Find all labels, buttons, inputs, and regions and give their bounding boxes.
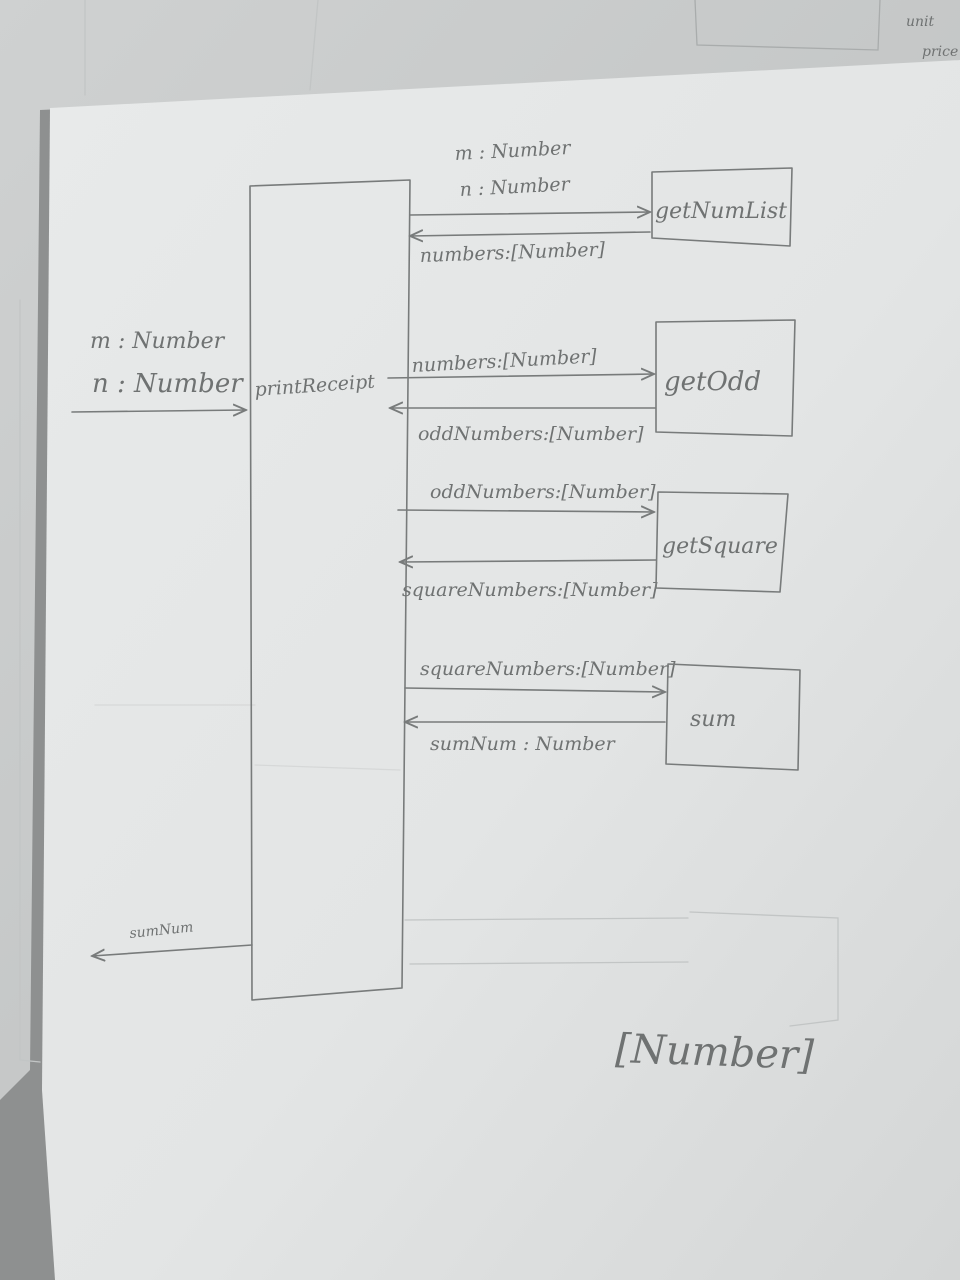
call-4-request-arrow bbox=[404, 688, 665, 692]
corner-note-line-1: unit bbox=[906, 14, 935, 30]
input-param-n: n : Number bbox=[92, 369, 244, 399]
get-odd-box bbox=[655, 319, 796, 437]
input-param-m: m : Number bbox=[90, 329, 226, 354]
call-4-request: squareNumbers:[Number] bbox=[420, 658, 676, 680]
final-return-label: sumNum bbox=[129, 919, 194, 942]
corner-note-line-2: price bbox=[922, 44, 958, 60]
call-3-response: squareNumbers:[Number] bbox=[402, 579, 658, 601]
get-odd-label: getOdd bbox=[664, 367, 761, 397]
get-square-label: getSquare bbox=[662, 534, 778, 559]
sum-box bbox=[665, 663, 801, 771]
background-paper bbox=[0, 0, 960, 1100]
call-4-response: sumNum : Number bbox=[430, 733, 617, 755]
get-num-list-box bbox=[651, 167, 793, 247]
sum-label: sum bbox=[690, 707, 736, 732]
corner-note: unit price bbox=[906, 14, 958, 60]
call-2-request-arrow bbox=[387, 374, 654, 378]
call-3-request: oddNumbers:[Number] bbox=[430, 481, 656, 503]
input-arrow bbox=[71, 410, 246, 412]
call-3-response-arrow bbox=[400, 560, 657, 562]
call-3-request-arrow bbox=[397, 510, 654, 512]
input-message: m : Number n : Number bbox=[71, 329, 246, 412]
main-paper bbox=[42, 60, 960, 1280]
call-get-square: oddNumbers:[Number] squareNumbers:[Numbe… bbox=[397, 481, 789, 601]
get-num-list-label: getNumList bbox=[655, 199, 787, 224]
get-square-box bbox=[655, 491, 789, 593]
erased-note: [Number] bbox=[615, 1026, 815, 1079]
call-1-request-arrow bbox=[409, 212, 650, 215]
call-2-response: oddNumbers:[Number] bbox=[418, 423, 644, 445]
call-1-response-arrow bbox=[410, 232, 651, 236]
final-return: sumNum bbox=[92, 919, 253, 956]
erased-sketch: [Number] bbox=[404, 911, 839, 1079]
final-return-arrow bbox=[92, 944, 253, 956]
call-sum: squareNumbers:[Number] sumNum : Number s… bbox=[404, 658, 801, 771]
